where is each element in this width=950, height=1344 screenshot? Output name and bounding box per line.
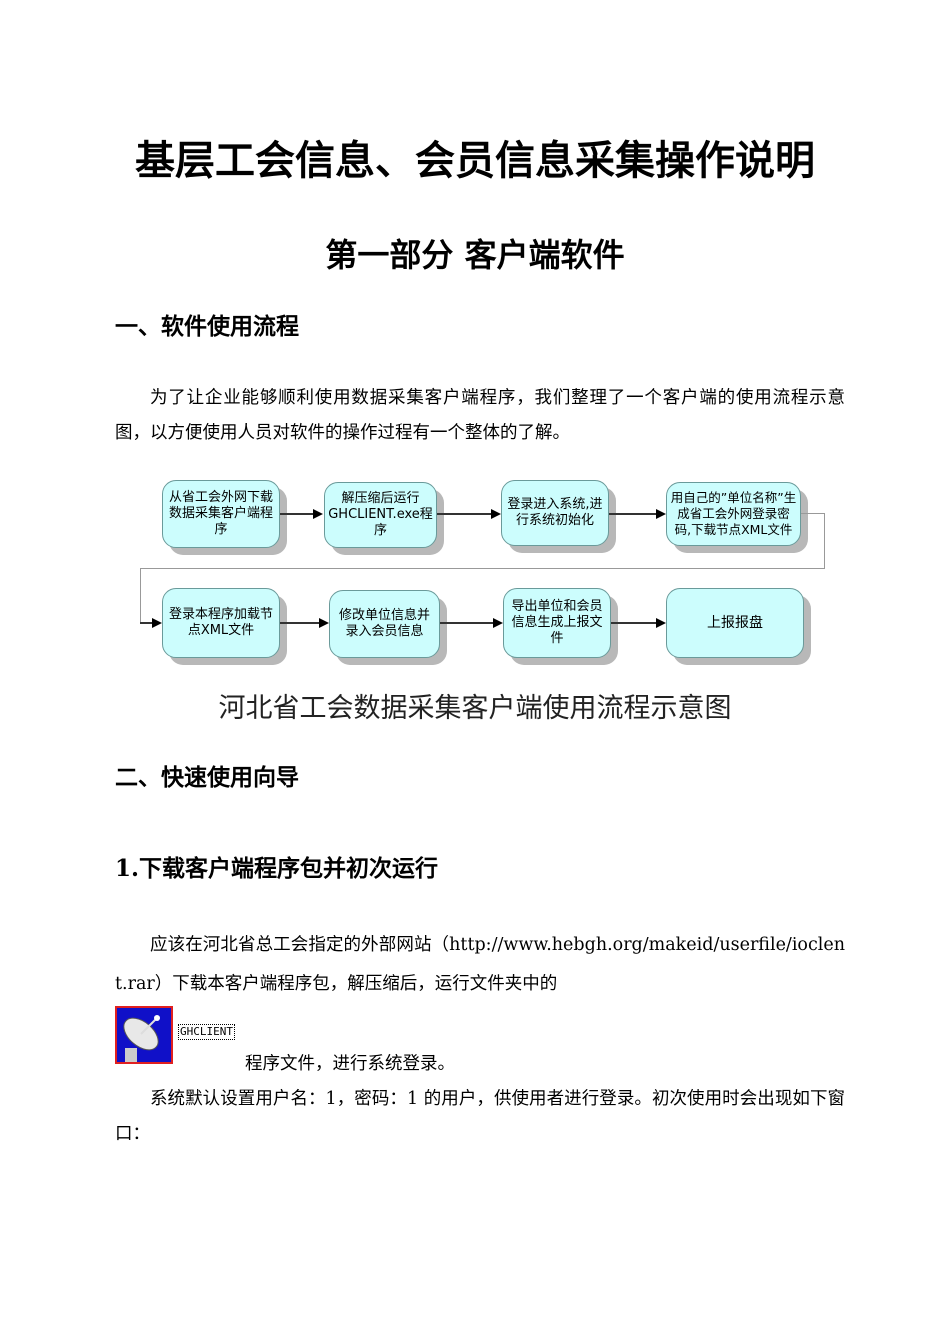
flow-step: 上报报盘	[666, 588, 804, 658]
flow-step: 从省工会外网下载数据采集客户端程序	[162, 480, 280, 548]
flow-step: 解压缩后运行GHCLIENT.exe程序	[324, 482, 437, 548]
flow-step: 导出单位和会员信息生成上报文件	[503, 588, 611, 658]
arrow-head-icon	[313, 509, 323, 519]
connector-line	[801, 513, 825, 514]
paragraph: 程序文件，进行系统登录。	[245, 1054, 455, 1074]
flow-step: 登录本程序加载节点XML文件	[162, 588, 280, 658]
flow-step: 登录进入系统,进行系统初始化	[501, 480, 609, 546]
arrow-head-icon	[319, 618, 329, 628]
arrow-line	[440, 622, 493, 624]
arrow-line	[280, 513, 314, 515]
section-heading: 二、快速使用向导	[115, 765, 299, 791]
arrow-line	[437, 513, 491, 515]
part-title: 第一部分 客户端软件	[325, 236, 625, 274]
connector-line	[824, 513, 825, 569]
flowchart-caption: 河北省工会数据采集客户端使用流程示意图	[218, 693, 732, 724]
arrow-head-icon	[152, 618, 162, 628]
subsection-heading: 1.下载客户端程序包并初次运行	[115, 855, 439, 882]
paragraph: 为了让企业能够顺利使用数据采集客户端程序，我们整理了一个客户端的使用流程示意图，…	[115, 388, 845, 443]
quick-start-block: 应该在河北省总工会指定的外部网站（http://www.hebgh.org/ma…	[115, 926, 845, 1152]
arrow-line	[609, 513, 656, 515]
arrow-line	[280, 622, 319, 624]
arrow-line	[611, 622, 656, 624]
arrow-head-icon	[493, 618, 503, 628]
icon-label: GHCLIENT	[178, 1024, 235, 1040]
section-heading: 一、软件使用流程	[115, 314, 299, 340]
paragraph: 系统默认设置用户名：1，密码：1 的用户，供使用者进行登录。初次使用时会出现如下…	[115, 1089, 845, 1144]
program-icon-row: GHCLIENT	[115, 1006, 845, 1064]
satellite-dish-icon[interactable]	[115, 1006, 173, 1064]
arrow-head-icon	[491, 509, 501, 519]
connector-line	[140, 568, 141, 623]
document-title: 基层工会信息、会员信息采集操作说明	[135, 138, 815, 184]
paragraph: 应该在河北省总工会指定的外部网站（http://www.hebgh.org/ma…	[115, 935, 845, 994]
flow-step: 修改单位信息并录入会员信息	[329, 590, 440, 658]
connector-line	[140, 568, 825, 569]
arrow-head-icon	[656, 509, 666, 519]
arrow-line	[140, 622, 152, 624]
flow-step: 用自己的”单位名称”生成省工会外网登录密码,下载节点XML文件	[666, 482, 801, 546]
arrow-head-icon	[656, 618, 666, 628]
